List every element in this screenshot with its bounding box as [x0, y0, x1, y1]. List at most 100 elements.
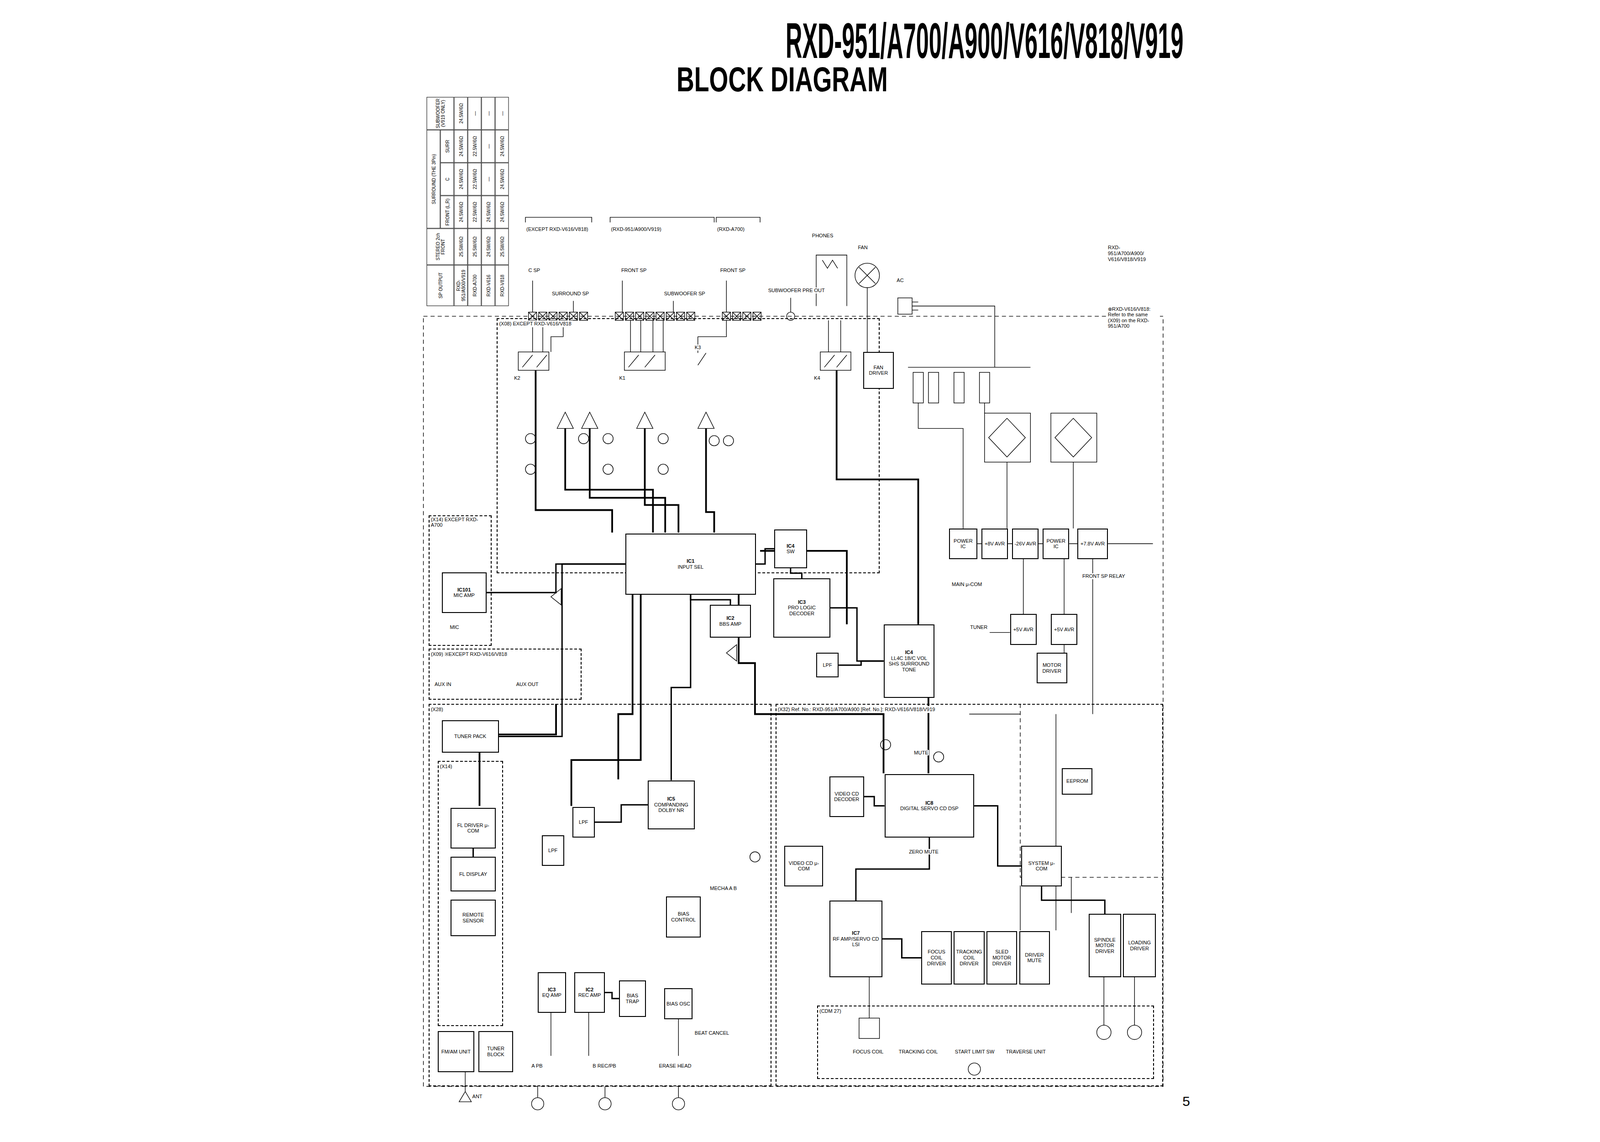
table-cell: 22.5W/6Ω — [467, 129, 482, 163]
transistor-symbol — [603, 464, 614, 475]
wire — [969, 543, 1153, 931]
block-label: LPF — [822, 662, 832, 669]
block-box: TUNER PACK — [441, 720, 499, 754]
block-box: FM/AM UNIT — [437, 1031, 475, 1072]
table-cell: 24.5W/6Ω — [494, 129, 509, 163]
schematic-drawing — [423, 217, 1164, 1111]
block-box: IC2BBS AMP — [709, 604, 751, 638]
transformer-symbol — [954, 372, 965, 404]
wire — [532, 287, 868, 352]
ac-plug — [897, 298, 919, 315]
block-box: IC3PRO LOGIC DECODER — [773, 578, 831, 638]
annotation: ANT — [471, 1093, 484, 1100]
region-label: (X09) ※EXCEPT RXD-V616/V818 — [429, 650, 509, 658]
jack-symbol — [531, 1097, 544, 1111]
block-box: +5V AVR — [1050, 613, 1078, 645]
block-box: BIAS OSC — [664, 988, 693, 1019]
block-label: POWER IC — [1044, 538, 1067, 550]
signal-line — [974, 805, 1022, 866]
dashed-region: (X09) ※EXCEPT RXD-V616/V818 — [428, 648, 582, 700]
signal-path — [535, 370, 613, 533]
block-label: POWER IC — [951, 538, 976, 550]
block-label: DIGITAL SERVO CD DSP — [900, 805, 959, 812]
dashed-region: (X28)(X14)FL DRIVER μ-COMFL DISPLAYREMOT… — [428, 703, 772, 1087]
table-cell: 24.5W/6Ω — [453, 96, 468, 130]
sp-output-table: SP OUTPUTSTEREO 2ch FRONTSURROUND (THE 3… — [426, 96, 510, 306]
block-label: TUNER BLOCK — [480, 1045, 511, 1058]
signal-path — [589, 428, 666, 533]
antenna-symbol — [459, 1071, 472, 1102]
relay — [820, 351, 851, 371]
signal-line — [604, 992, 620, 999]
table-cell: — — [481, 129, 495, 163]
table-cell: SP OUTPUT — [426, 264, 454, 306]
annotation: MECHA A B — [708, 885, 738, 892]
table-cell: 25.5W/6Ω — [494, 228, 509, 265]
table-cell: 25.5W/6Ω — [453, 228, 468, 265]
part-number: IC2 — [585, 986, 594, 993]
block-label: LL4C 1B/C VOL SHS SURROUND TONE — [886, 655, 933, 673]
table-cell: RXD-A700 — [467, 264, 482, 306]
relay — [518, 336, 851, 371]
signal-path — [565, 428, 653, 533]
annotation: (RXD-A700) — [716, 226, 746, 233]
block-box: SLED MOTOR DRIVER — [986, 931, 1018, 985]
block-box: LPF — [541, 835, 565, 866]
transistor-symbol — [880, 739, 891, 750]
transformer-symbol — [912, 372, 924, 404]
block-label: VIDEO CD μ-COM — [786, 860, 821, 872]
table-cell: 24.5W/6Ω — [481, 195, 495, 229]
block-box: LPF — [572, 807, 595, 838]
part-number: IC7 — [851, 930, 860, 937]
bridge-rectifier — [1007, 461, 1074, 529]
block-label: SYSTEM μ-COM — [1023, 860, 1060, 872]
annotation: AUX OUT — [515, 681, 540, 688]
table-cell: 24.5W/6Ω — [481, 228, 495, 265]
transistor-symbol — [658, 433, 669, 444]
signal-line — [472, 848, 474, 857]
annotation: A PB — [530, 1063, 544, 1070]
block-box: IC7RF AMP/SERVO CD LSI — [829, 900, 883, 978]
jack-symbol — [672, 1097, 685, 1111]
annotation: RXD-951/A700/A900/ V616/V818/V919 — [1106, 244, 1155, 263]
ac-plug — [897, 298, 913, 315]
block-box: IC5COMPANDING DOLBY NR — [647, 780, 695, 830]
pickup-symbol — [859, 1018, 880, 1039]
table-cell: RXD-V616 — [481, 264, 495, 306]
relay — [522, 355, 547, 368]
table-cell: 24.5W/6Ω — [453, 195, 468, 229]
block-box: FAN DRIVER — [863, 351, 894, 389]
signal-line — [882, 939, 922, 958]
transformer-symbol — [928, 372, 939, 404]
block-label: SPINDLE MOTOR DRIVER — [1091, 937, 1120, 955]
block-label: EQ AMP — [542, 992, 562, 999]
transistor-symbol — [525, 433, 944, 878]
region-label: (X32) Ref. No.: RXD-951/A700/A900 [Ref. … — [776, 706, 937, 714]
block-label: MIC AMP — [453, 592, 475, 599]
part-number: IC3 — [797, 599, 806, 606]
annotation: K4 — [813, 375, 821, 382]
table-cell: RXD-951/A900/V919 — [453, 264, 468, 306]
block-label: REMOTE SENSOR — [452, 912, 494, 924]
signal-path — [645, 428, 679, 533]
bridge-rectifier — [984, 413, 1097, 529]
block-label: BIAS OSC — [666, 1001, 691, 1008]
signal-line — [671, 594, 691, 781]
leader-line — [532, 280, 791, 313]
annotation: TRAVERSE UNIT — [1004, 1049, 1047, 1055]
block-box: MOTOR DRIVER — [1036, 652, 1068, 684]
region-label: (CDM 27) — [818, 1007, 843, 1015]
transistor-symbol — [723, 435, 734, 446]
motor-symbol — [968, 976, 1142, 1076]
block-label: COMPANDING DOLBY NR — [650, 802, 693, 814]
part-number: IC4 — [786, 543, 795, 550]
motor-symbol — [1096, 1025, 1112, 1040]
signal-path — [836, 370, 919, 625]
table-cell: — — [481, 162, 495, 196]
signal-path — [479, 703, 557, 807]
bridge-rectifier — [988, 418, 1026, 457]
part-number: IC1 — [686, 558, 695, 565]
block-box: IC3EQ AMP — [537, 972, 567, 1013]
transformer-symbol — [907, 367, 1031, 368]
